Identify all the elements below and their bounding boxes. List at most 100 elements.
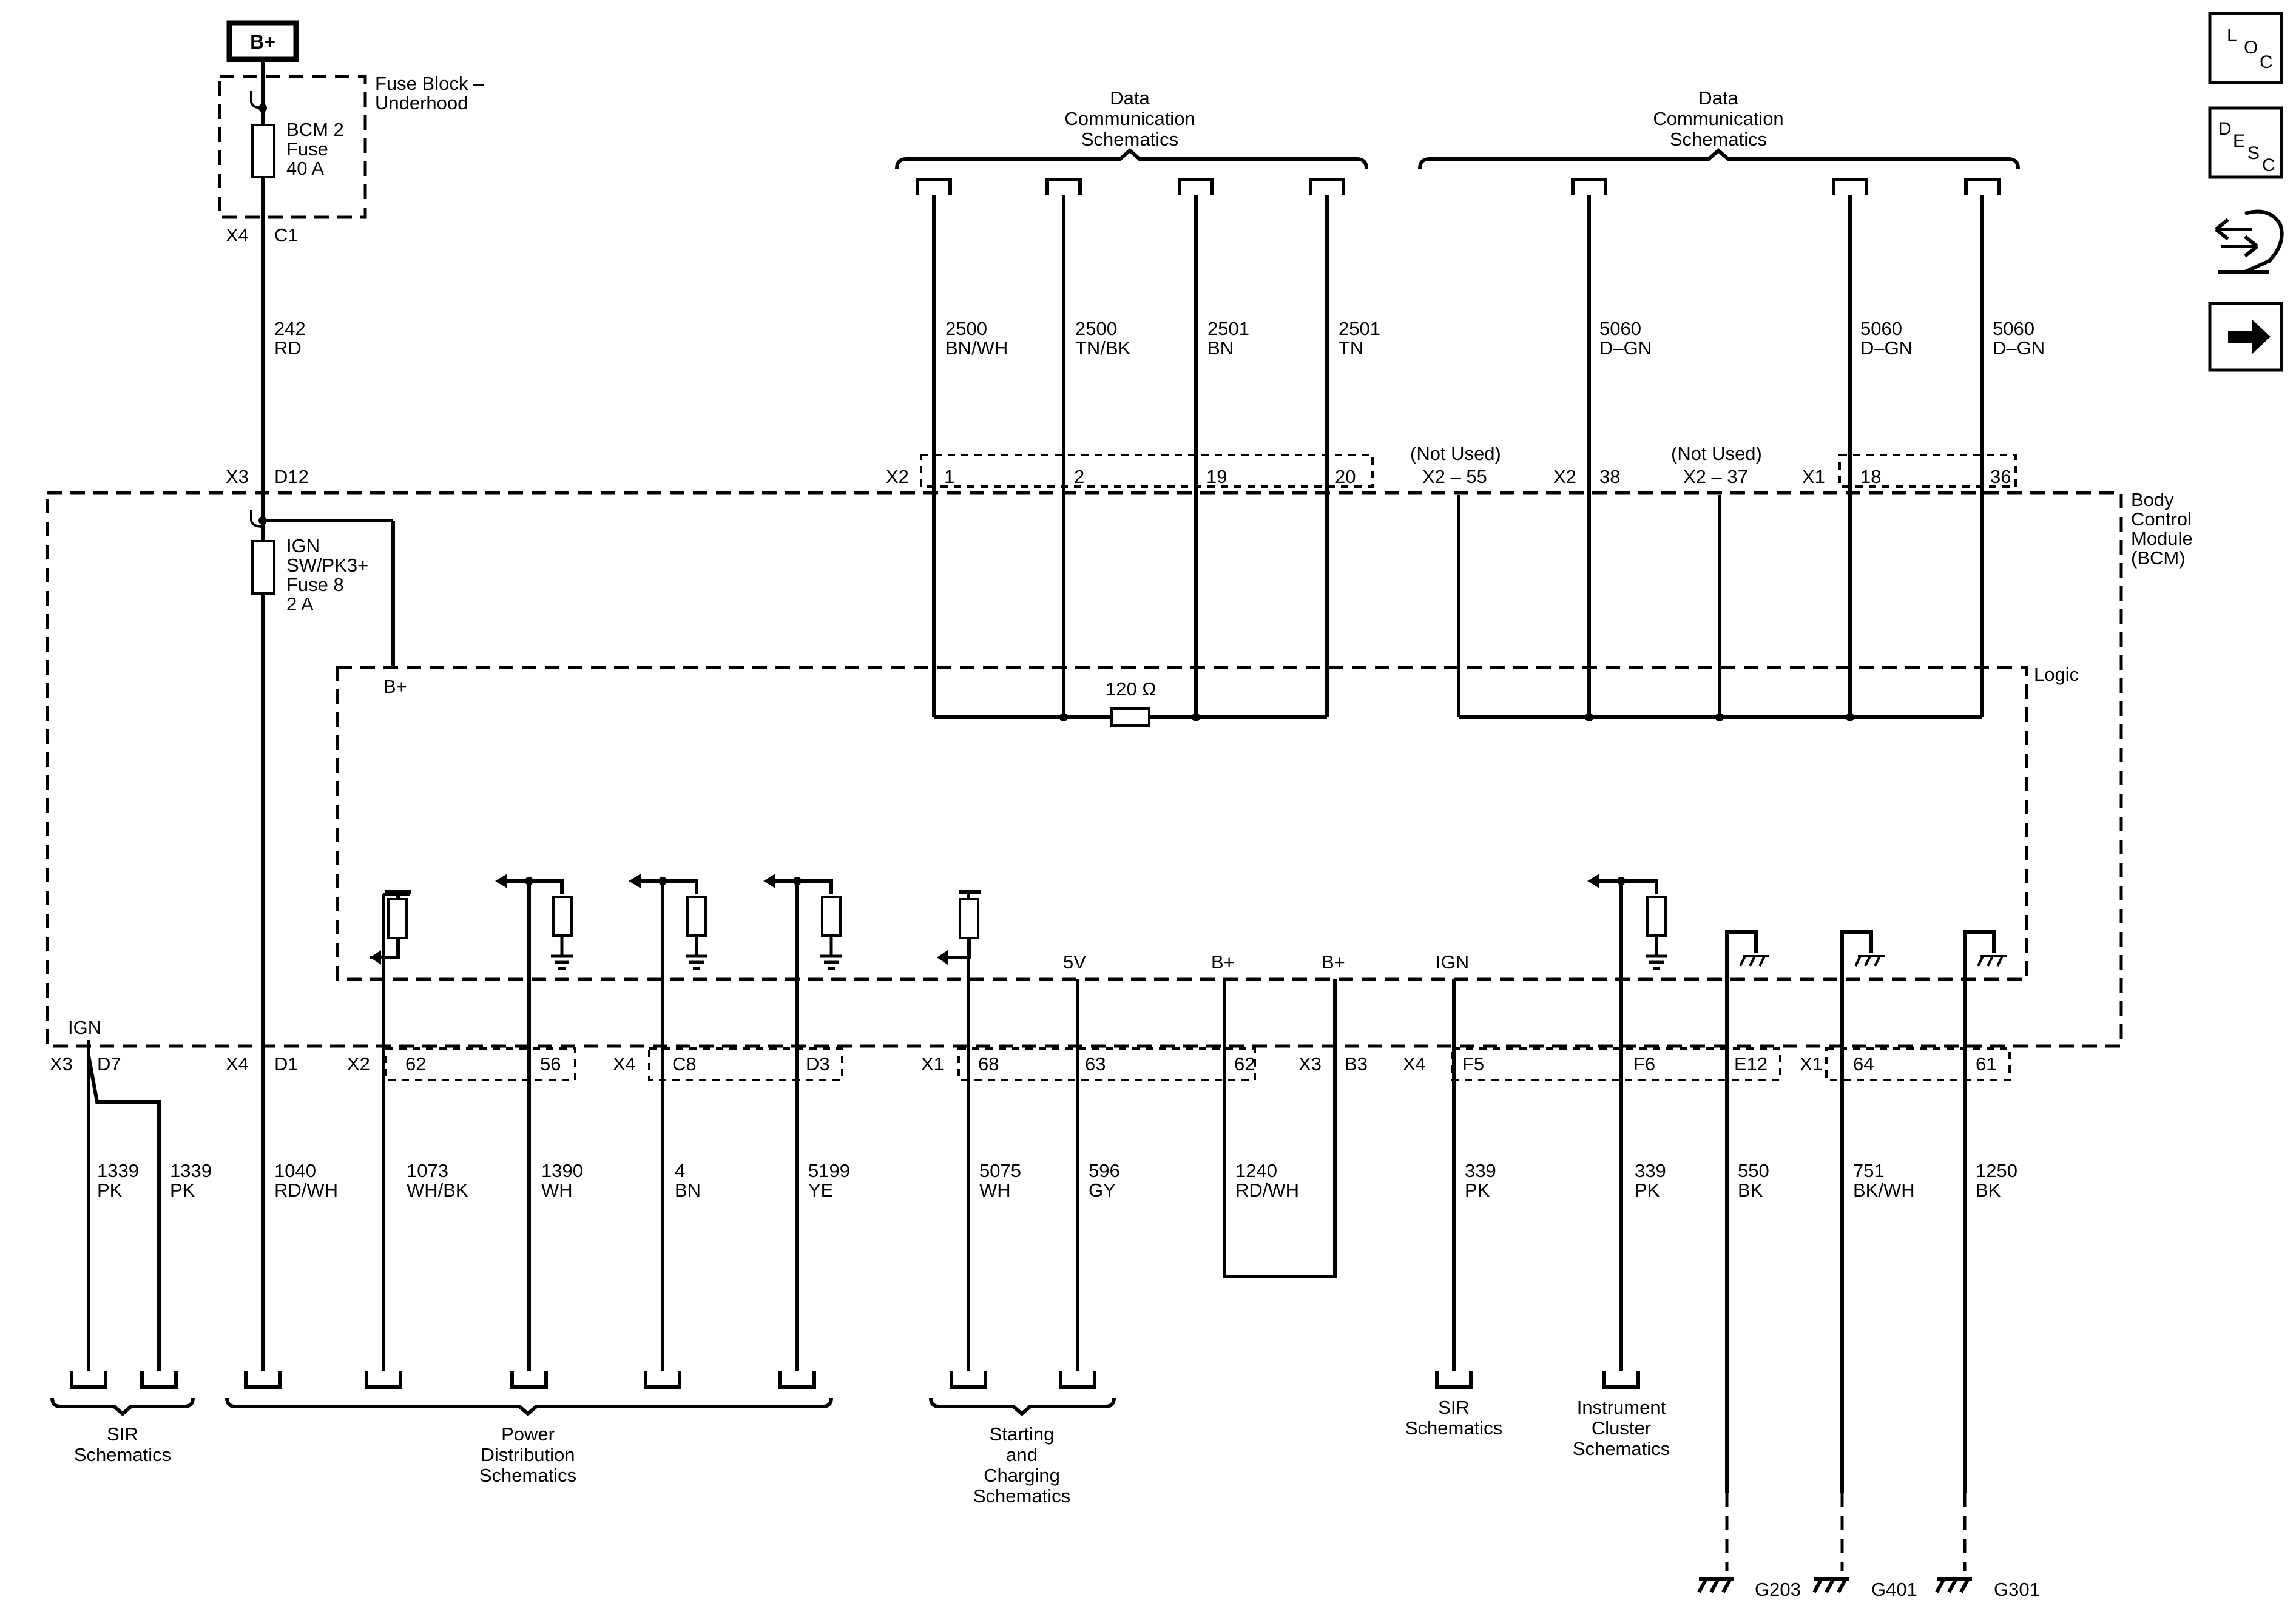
svg-text:D1: D1 bbox=[274, 1053, 299, 1075]
svg-text:62: 62 bbox=[405, 1053, 426, 1075]
svg-text:SW/PK3+: SW/PK3+ bbox=[286, 555, 368, 576]
circuit-339-f6-logic bbox=[1587, 874, 1667, 1371]
svg-text:X2: X2 bbox=[347, 1053, 370, 1075]
data-comm-bracket-right bbox=[1418, 148, 2020, 169]
svg-text:339: 339 bbox=[1465, 1160, 1496, 1181]
svg-text:BK: BK bbox=[1976, 1180, 2001, 1201]
svg-text:O: O bbox=[2244, 38, 2258, 58]
svg-text:5060: 5060 bbox=[1599, 318, 1641, 339]
svg-text:40 A: 40 A bbox=[286, 158, 324, 179]
svg-text:38: 38 bbox=[1599, 466, 1620, 487]
svg-text:L: L bbox=[2227, 25, 2237, 46]
ground-g203: G203 bbox=[1697, 1493, 1801, 1600]
svg-text:2 A: 2 A bbox=[286, 593, 314, 615]
svg-text:61: 61 bbox=[1976, 1053, 1996, 1075]
svg-text:X2 – 37: X2 – 37 bbox=[1683, 466, 1748, 487]
svg-text:Schematics: Schematics bbox=[1081, 129, 1178, 150]
top-connectors bbox=[916, 178, 2001, 195]
svg-text:B3: B3 bbox=[1345, 1053, 1368, 1075]
svg-text:Data: Data bbox=[1698, 87, 1738, 109]
svg-text:1339: 1339 bbox=[97, 1160, 139, 1181]
svg-text:F5: F5 bbox=[1462, 1053, 1484, 1075]
fuse-icon bbox=[251, 124, 275, 178]
svg-text:1: 1 bbox=[944, 466, 954, 487]
ground-circuit-751 bbox=[1840, 930, 1885, 1493]
svg-text:X2 – 55: X2 – 55 bbox=[1422, 466, 1487, 487]
circuit-1073-logic bbox=[370, 890, 411, 1046]
svg-text:Schematics: Schematics bbox=[1670, 129, 1767, 150]
svg-text:1240: 1240 bbox=[1235, 1160, 1277, 1181]
svg-text:D–GN: D–GN bbox=[1993, 337, 2045, 359]
svg-text:IGN: IGN bbox=[68, 1017, 101, 1038]
svg-text:Instrument: Instrument bbox=[1577, 1397, 1666, 1418]
ground-circuit-1250 bbox=[1963, 930, 2007, 1493]
terminating-resistor-icon bbox=[1110, 707, 1150, 727]
svg-text:X4: X4 bbox=[1403, 1053, 1426, 1075]
svg-text:RD/WH: RD/WH bbox=[1235, 1180, 1299, 1201]
svg-text:X4: X4 bbox=[613, 1053, 636, 1075]
description-button[interactable]: D E S C bbox=[2208, 106, 2283, 179]
svg-text:62: 62 bbox=[1234, 1053, 1255, 1075]
svg-text:1339: 1339 bbox=[170, 1160, 212, 1181]
svg-text:SIR: SIR bbox=[107, 1423, 138, 1445]
svg-text:IGN: IGN bbox=[1436, 951, 1469, 973]
svg-text:56: 56 bbox=[540, 1053, 561, 1075]
svg-text:2500: 2500 bbox=[945, 318, 987, 339]
connector-tools-icon[interactable] bbox=[2215, 209, 2284, 274]
svg-text:(BCM): (BCM) bbox=[2131, 547, 2186, 569]
svg-text:Fuse Block –: Fuse Block – bbox=[375, 73, 484, 94]
svg-text:PK: PK bbox=[1635, 1180, 1660, 1201]
svg-text:Distribution: Distribution bbox=[481, 1444, 575, 1465]
svg-text:SIR: SIR bbox=[1438, 1397, 1470, 1418]
svg-text:X4: X4 bbox=[226, 224, 249, 246]
svg-text:X3: X3 bbox=[50, 1053, 73, 1075]
svg-text:339: 339 bbox=[1635, 1160, 1666, 1181]
svg-text:BK: BK bbox=[1738, 1180, 1763, 1201]
svg-text:2500: 2500 bbox=[1075, 318, 1117, 339]
svg-text:751: 751 bbox=[1853, 1160, 1885, 1181]
svg-text:Control: Control bbox=[2131, 508, 2192, 530]
svg-text:D12: D12 bbox=[274, 466, 309, 487]
svg-text:BN: BN bbox=[1207, 337, 1234, 359]
svg-text:Communication: Communication bbox=[1064, 108, 1195, 129]
svg-text:19: 19 bbox=[1206, 466, 1227, 487]
svg-text:C1: C1 bbox=[274, 224, 299, 246]
svg-text:(Not Used): (Not Used) bbox=[1671, 443, 1762, 464]
bottom-connectors bbox=[70, 1371, 1640, 1389]
svg-text:596: 596 bbox=[1089, 1160, 1120, 1181]
svg-text:GY: GY bbox=[1089, 1180, 1116, 1201]
next-page-button[interactable] bbox=[2208, 302, 2283, 372]
svg-text:WH/BK: WH/BK bbox=[407, 1180, 468, 1201]
svg-text:BCM 2: BCM 2 bbox=[286, 119, 344, 140]
location-button[interactable]: L O C bbox=[2208, 12, 2283, 84]
circuit-5075-logic bbox=[937, 890, 981, 1046]
fuse-block-underhood bbox=[218, 75, 367, 219]
battery-box: B+ bbox=[226, 20, 299, 62]
circuit-4-logic bbox=[629, 874, 707, 1046]
svg-text:X4: X4 bbox=[226, 1053, 249, 1075]
svg-text:B+: B+ bbox=[250, 31, 275, 53]
svg-text:64: 64 bbox=[1853, 1053, 1874, 1075]
svg-text:Fuse: Fuse bbox=[286, 138, 328, 160]
svg-text:63: 63 bbox=[1085, 1053, 1106, 1075]
svg-text:IGN: IGN bbox=[286, 535, 320, 556]
svg-text:1040: 1040 bbox=[274, 1160, 316, 1181]
svg-text:550: 550 bbox=[1738, 1160, 1769, 1181]
circuit-1390-logic bbox=[495, 874, 573, 1046]
svg-text:B+: B+ bbox=[383, 676, 407, 697]
svg-text:X3: X3 bbox=[226, 466, 249, 487]
svg-text:and: and bbox=[1006, 1444, 1038, 1465]
svg-text:E: E bbox=[2233, 131, 2245, 151]
svg-text:WH: WH bbox=[541, 1180, 573, 1201]
svg-text:(Not Used): (Not Used) bbox=[1410, 443, 1501, 464]
svg-text:RD/WH: RD/WH bbox=[274, 1180, 338, 1201]
svg-text:18: 18 bbox=[1860, 466, 1881, 487]
logic-box bbox=[336, 666, 2028, 981]
data-comm-bracket-left bbox=[895, 148, 1368, 169]
svg-text:D–GN: D–GN bbox=[1860, 337, 1913, 359]
svg-text:PK: PK bbox=[170, 1180, 195, 1201]
svg-text:WH: WH bbox=[979, 1180, 1011, 1201]
svg-text:Schematics: Schematics bbox=[1573, 1438, 1670, 1459]
svg-text:TN/BK: TN/BK bbox=[1075, 337, 1131, 359]
svg-text:5075: 5075 bbox=[979, 1160, 1021, 1181]
